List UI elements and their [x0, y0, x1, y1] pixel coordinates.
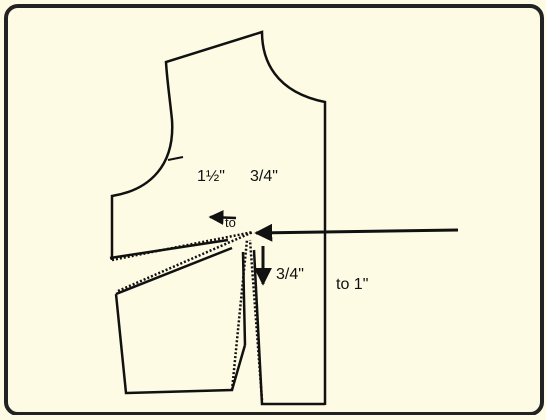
- waist-dart-outline: [241, 249, 325, 406]
- label-three-quarters-top: 3/4": [250, 168, 278, 185]
- label-one-and-half: 1½": [197, 168, 225, 185]
- label-three-quarters-arrow: 3/4": [276, 266, 304, 283]
- dotted-dart-lines: [111, 230, 264, 401]
- bodice-lower-outline: [114, 246, 247, 395]
- left-small-arrow: [208, 210, 237, 226]
- bust-point-arrow: [254, 223, 459, 242]
- diagram-frame: [4, 4, 544, 416]
- label-to-small: to: [225, 215, 236, 230]
- bodice-upper-outline: [110, 30, 327, 405]
- label-to-one-inch: to 1": [336, 276, 368, 293]
- side-dart-upper-leg: [109, 238, 229, 260]
- neck-notch: [167, 156, 184, 161]
